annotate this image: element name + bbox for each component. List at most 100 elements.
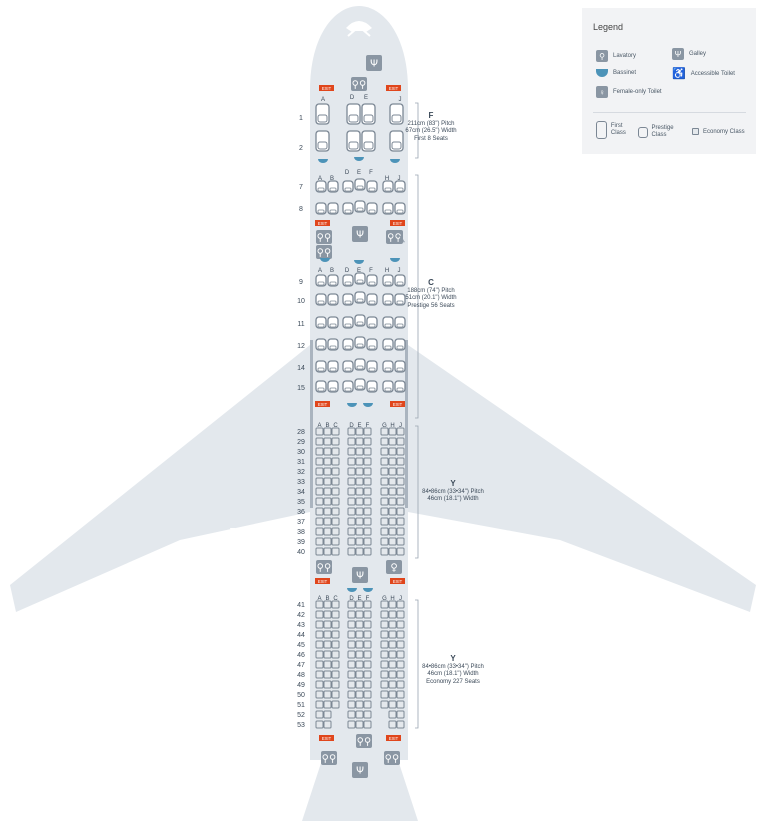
economy-seat [315,720,324,729]
economy-seat [347,547,356,556]
first-seat [315,103,330,125]
svg-text:Ψ: Ψ [356,766,364,777]
economy-seat [355,467,364,476]
economy-seat [331,610,340,619]
economy-seat [388,517,397,526]
economy-seat [323,700,332,709]
economy-seat [323,507,332,516]
row-number: 28 [297,429,305,436]
economy-seat [363,650,372,659]
legend-economy: Economy Class [692,128,745,135]
economy-seat [347,700,356,709]
economy-seat [396,517,405,526]
lavatory-icon: ⚲⚲ [356,734,372,748]
prestige-seat [354,314,366,327]
seat-letter: J [399,97,402,103]
legend-lavatory: ⚲ Lavatory [596,50,636,62]
bassinet-icon [347,403,357,407]
economy-seat [331,497,340,506]
economy-seat [355,670,364,679]
row-number: 50 [297,692,305,699]
economy-seat [315,660,324,669]
economy-seat [315,650,324,659]
seat-letter: G [382,596,387,602]
economy-seat [347,600,356,609]
economy-seat [388,700,397,709]
cabin-bracket [415,425,419,559]
seat-letter: C [333,423,338,429]
economy-seat [355,690,364,699]
economy-seat [315,670,324,679]
prestige-seat [394,274,406,287]
cabin-width: 46cm (18.1") Width [427,671,479,677]
economy-seat [331,690,340,699]
economy-seat [396,630,405,639]
prestige-seat [354,291,366,304]
prestige-seat [394,202,406,215]
prestige-seat [366,274,378,287]
economy-seat [347,527,356,536]
row-number: 10 [297,298,305,305]
economy-seat [355,640,364,649]
economy-seat [347,487,356,496]
prestige-seat [327,338,339,351]
economy-seat [355,620,364,629]
economy-seat [315,680,324,689]
economy-seat [363,700,372,709]
exit-sign: EXIT [319,85,334,91]
seat-letter: H [385,176,389,182]
economy-seat [331,517,340,526]
exit-sign: EXIT [315,220,330,226]
economy-seat [396,507,405,516]
economy-seat [323,650,332,659]
economy-seat [396,437,405,446]
economy-seat [347,630,356,639]
economy-seat [396,547,405,556]
economy-seat [355,517,364,526]
seat-letter: J [398,176,401,182]
economy-seat [315,437,324,446]
wing-strip-left [310,340,313,508]
row-number: 36 [297,509,305,516]
economy-seat [396,527,405,536]
prestige-seat [342,180,354,193]
economy-seat [315,517,324,526]
svg-text:Ψ: Ψ [356,230,364,241]
seat-letter: H [390,596,394,602]
economy-seat [363,477,372,486]
cabin-info-economy-front: Y 84•86cm (33•34") Pitch 46cm (18.1") Wi… [398,480,508,504]
economy-seat [323,610,332,619]
economy-seat [388,427,397,436]
first-seat [346,103,361,125]
prestige-seat [354,178,366,191]
row-number: 39 [297,539,305,546]
prestige-seat [327,293,339,306]
seat-letter: G [382,423,387,429]
seat-letter: E [364,95,368,101]
cabin-pitch: 84•86cm (33•34") Pitch [422,488,484,495]
prestige-seat [366,380,378,393]
economy-seat [396,710,405,719]
economy-seat [315,600,324,609]
legend-label: Female-only Toilet [613,89,662,95]
economy-seat [355,660,364,669]
accessible-toilet-icon: ♿ [672,68,686,80]
prestige-seat [342,360,354,373]
economy-seat [347,507,356,516]
economy-seat [380,690,389,699]
economy-seat [396,600,405,609]
economy-seat [363,507,372,516]
row-number: 49 [297,682,305,689]
economy-seat [331,680,340,689]
lavatory-icon: ⚲⚲ [351,77,367,91]
prestige-seat [394,360,406,373]
svg-text:♀: ♀ [390,563,397,574]
economy-seat [323,427,332,436]
economy-seat [363,457,372,466]
economy-seat [315,620,324,629]
lavatory-icon: ⚲⚲ [384,751,400,765]
bassinet-icon [320,258,330,262]
legend-label: Bassinet [613,70,637,76]
row-number: 42 [297,612,305,619]
economy-seat [380,630,389,639]
